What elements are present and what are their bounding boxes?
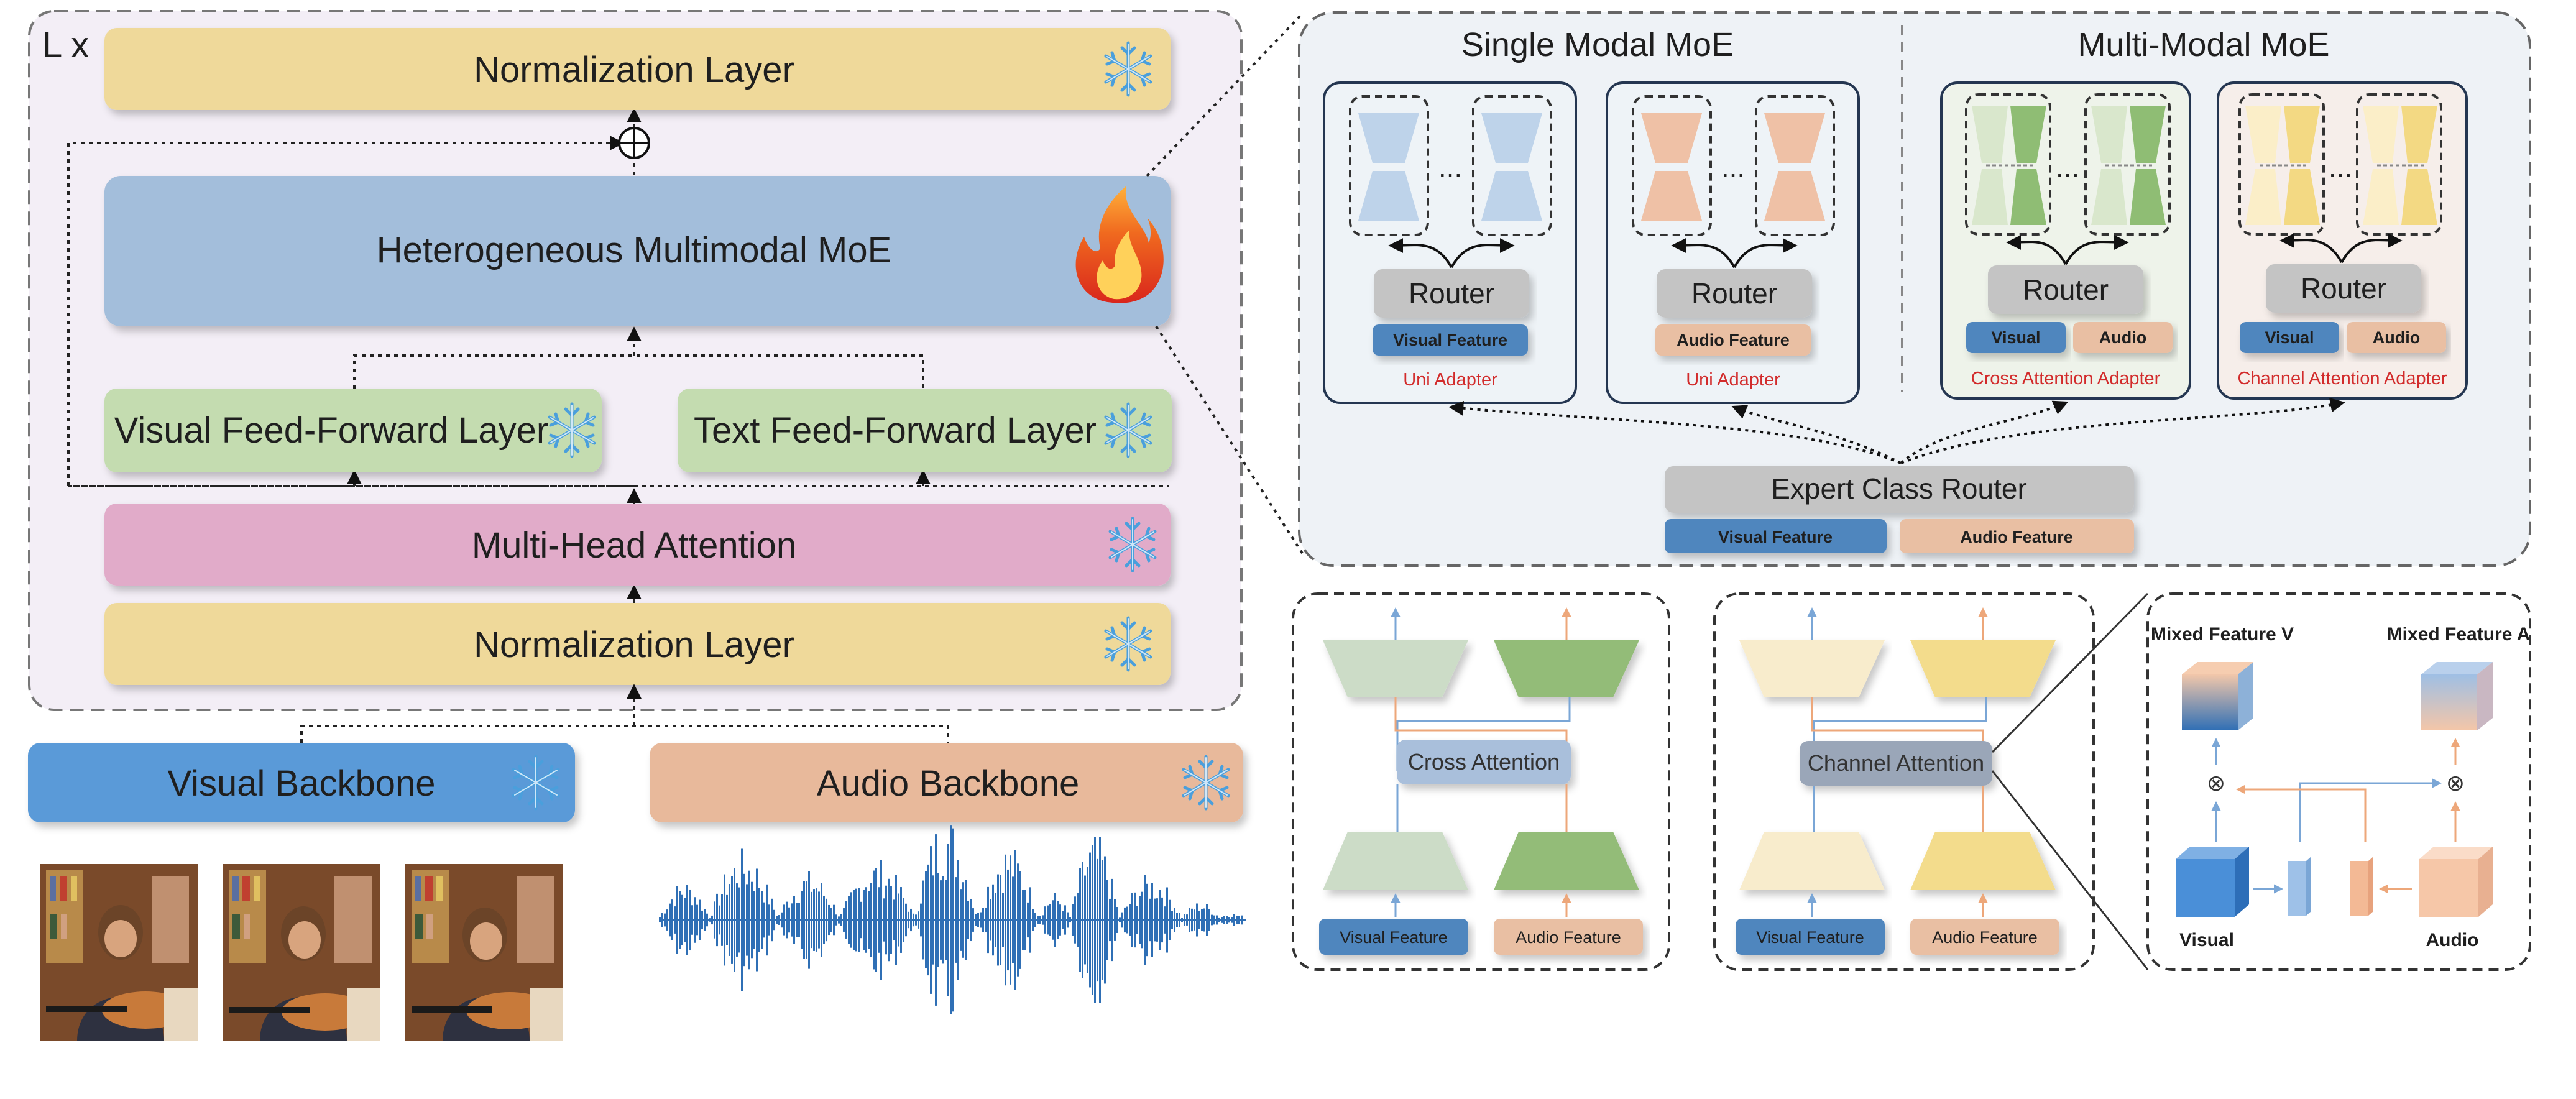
svg-text:Visual: Visual [2179,930,2234,950]
expert-visual-feature [1665,519,1887,553]
svg-text:Mixed Feature A: Mixed Feature A [2387,624,2531,645]
multi-modal-title: Multi-Modal MoE [2077,26,2329,63]
expert-audio-feature [1900,519,2134,553]
multi-head-attention-layer [104,504,1171,586]
visual-backbone [28,743,575,822]
uni-adapter-visual: ... Router Visual Feature Uni Adapter [1323,81,1577,404]
visual-backbone-label: Visual Backbone [167,763,435,804]
expert-class-router-label: Expert Class Router [1771,472,2027,505]
text-ffn-layer [678,389,1172,472]
svg-text:Visual Feature: Visual Feature [1340,928,1448,947]
svg-text:Uni Adapter: Uni Adapter [1403,370,1497,390]
svg-text:Visual Feature: Visual Feature [1393,331,1507,349]
normalization-layer-bottom-label: Normalization Layer [474,625,794,665]
svg-text:Visual: Visual [1991,328,2040,347]
svg-text:⊗: ⊗ [2207,770,2225,796]
channel-attention-adapter: ... Router Visual Audio Channel Attentio… [2217,81,2468,400]
svg-text:Mixed Feature V: Mixed Feature V [2151,624,2294,645]
moe-label: Heterogeneous Multimodal MoE [377,230,892,270]
svg-text:Channel Attention Adapter: Channel Attention Adapter [2238,369,2447,389]
svg-text:Audio Feature: Audio Feature [1677,331,1790,349]
svg-text:Visual Feature: Visual Feature [1718,528,1833,546]
audio-waveform [659,825,1246,1014]
svg-text:Visual: Visual [2265,328,2314,347]
normalization-layer-bottom [104,603,1171,685]
visual-ffn-label: Visual Feed-Forward Layer [114,410,548,451]
heterogeneous-moe-block [104,176,1171,326]
svg-text:Audio: Audio [2373,328,2420,347]
expert-class-router [1665,466,2134,513]
repeat-label: L x [42,25,89,65]
svg-text:Channel Attention: Channel Attention [1808,750,1984,776]
circled-plus-icon [618,127,650,159]
normalization-layer-top [104,28,1171,110]
svg-text:Visual Feature: Visual Feature [1756,928,1864,947]
uni-adapter-audio: ... Router Audio Feature Uni Adapter [1606,81,1860,404]
svg-text:...: ... [2056,151,2079,183]
cross-attention-detail: Cross Attention Visual Feature Audio Fea… [1319,607,1643,955]
single-modal-title: Single Modal MoE [1461,26,1734,63]
svg-text:Audio: Audio [2426,930,2479,950]
svg-text:Router: Router [1691,277,1777,310]
svg-text:Audio Feature: Audio Feature [1932,928,2038,947]
svg-text:...: ... [1438,151,1462,183]
svg-text:Audio: Audio [2099,328,2146,347]
svg-text:Router: Router [2301,272,2386,305]
svg-text:Cross Attention Adapter: Cross Attention Adapter [1971,369,2161,389]
svg-text:Audio Feature: Audio Feature [1516,928,1621,947]
video-frames [40,864,563,1041]
flame-icon [1075,186,1164,303]
svg-text:Uni Adapter: Uni Adapter [1686,370,1780,390]
svg-text:Router: Router [2023,274,2109,306]
mha-label: Multi-Head Attention [472,525,796,566]
svg-text:...: ... [1721,151,1745,183]
svg-text:Cross Attention: Cross Attention [1408,749,1560,775]
text-ffn-label: Text Feed-Forward Layer [694,410,1097,451]
visual-ffn-layer [104,389,602,472]
svg-text:Router: Router [1409,277,1494,310]
svg-text:⊗: ⊗ [2446,770,2465,796]
channel-attention-detail: Channel Attention Visual Feature Audio F… [1736,607,2059,955]
audio-backbone [650,743,1243,822]
audio-backbone-label: Audio Backbone [817,763,1079,804]
svg-text:Audio Feature: Audio Feature [1960,528,2073,546]
svg-text:...: ... [2329,151,2352,183]
normalization-layer-top-label: Normalization Layer [474,50,794,90]
cross-attention-adapter: ... Router Visual Audio Cross Attention … [1940,81,2191,400]
mixed-feature-detail: Mixed Feature V Mixed Feature A ⊗ ⊗ Visu [2151,624,2530,950]
